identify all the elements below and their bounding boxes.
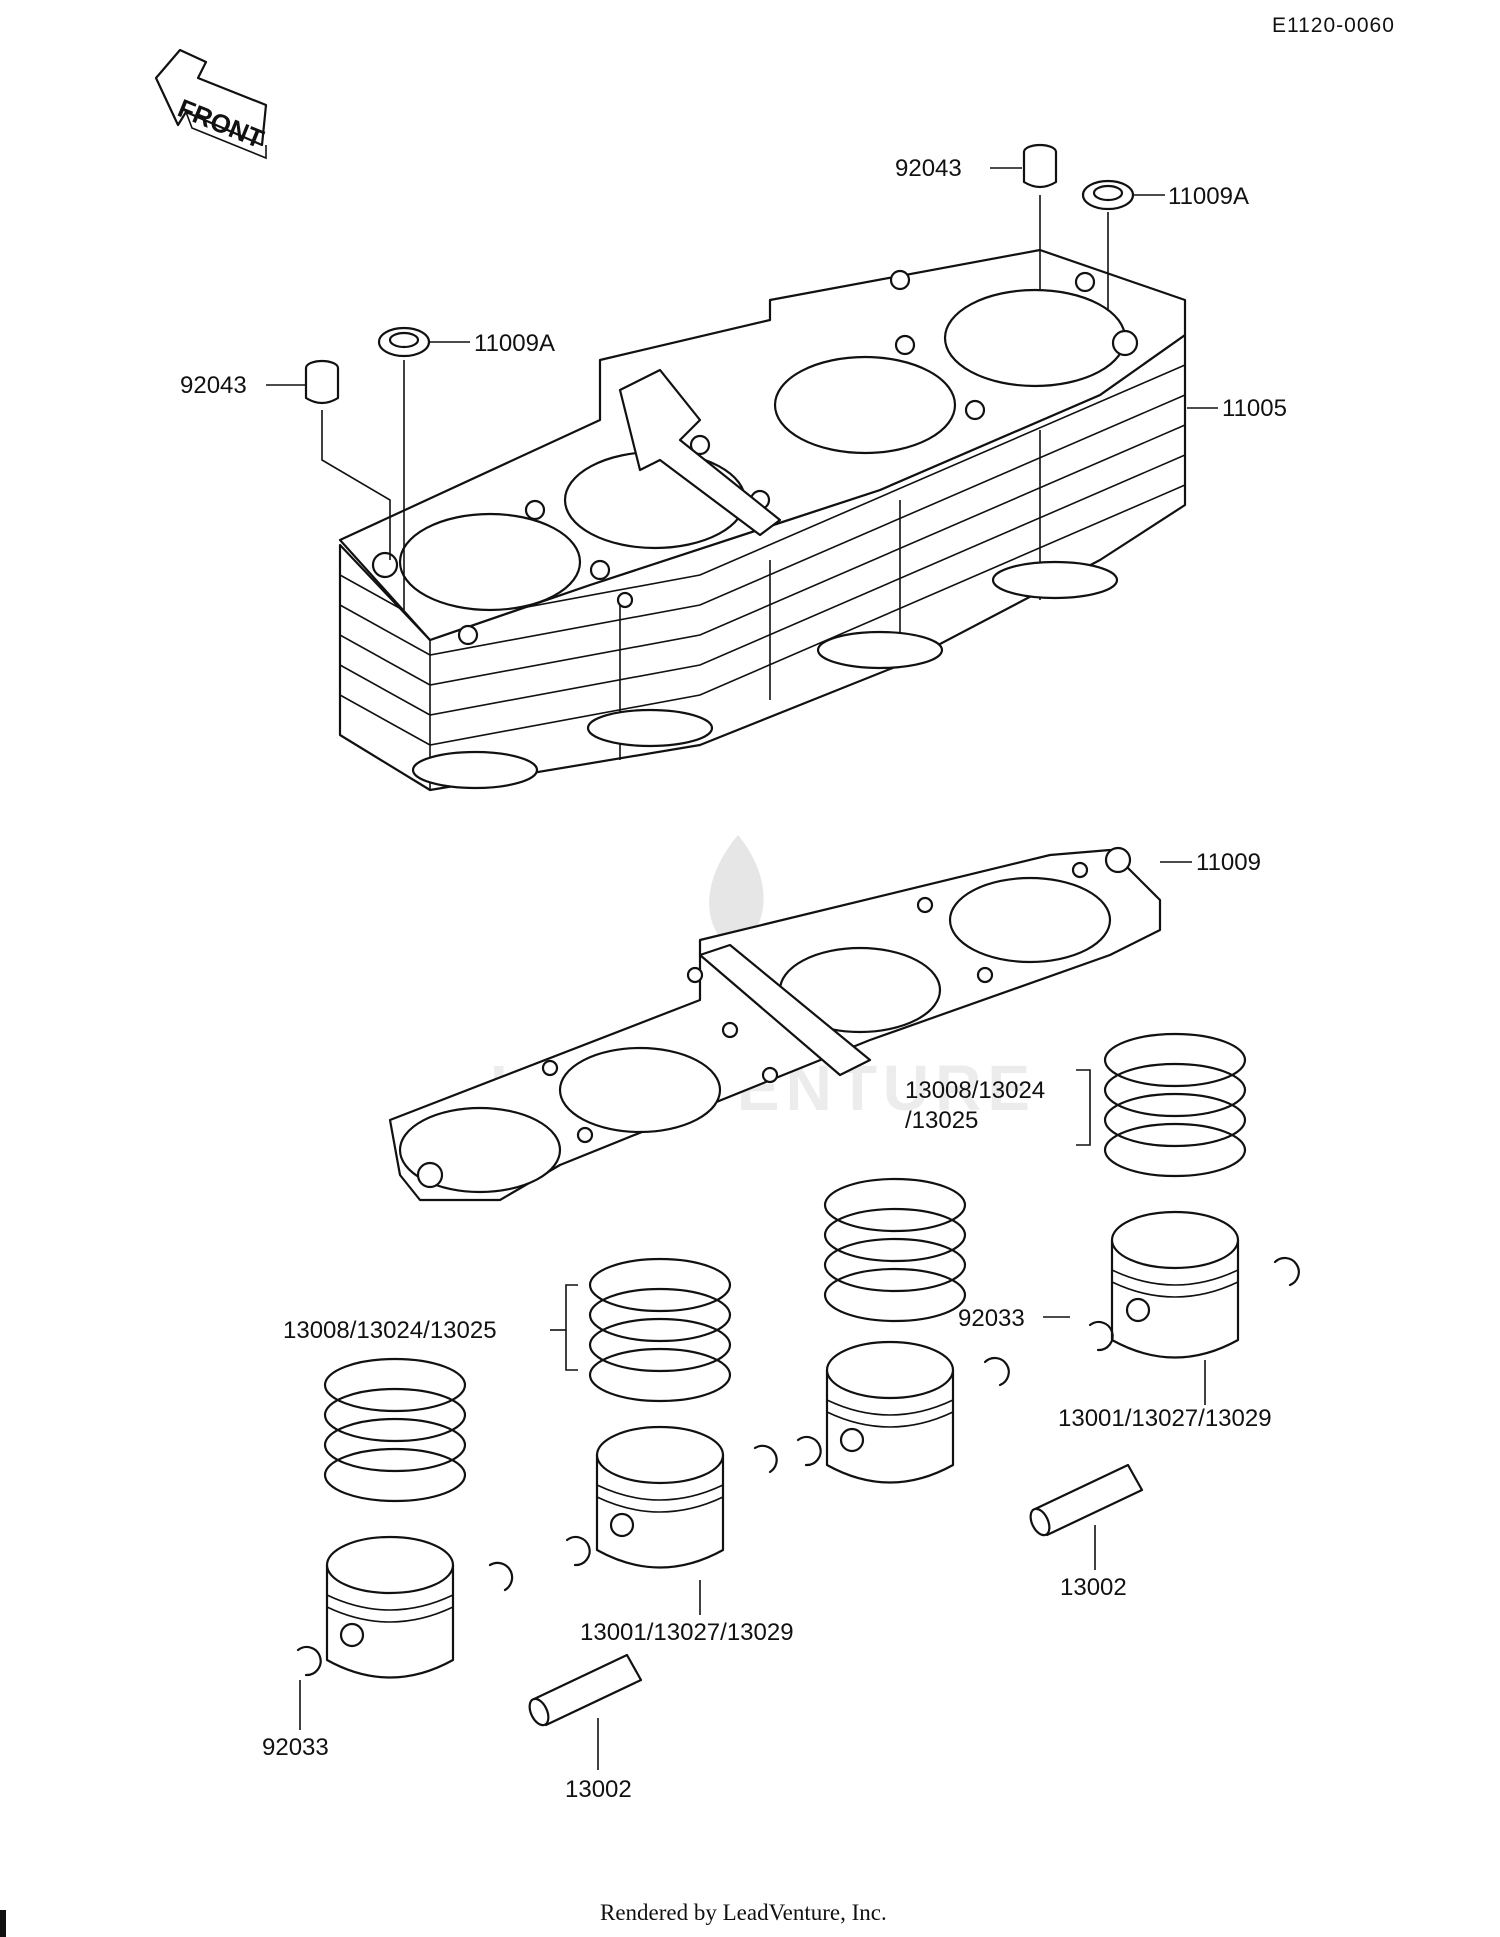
cylinder-block <box>338 248 1187 792</box>
callout-piston-right: 13001/13027/13029 <box>1058 1405 1272 1432</box>
callout-dowel-left: 92043 <box>180 372 247 399</box>
edge-mark <box>0 1910 6 1937</box>
front-arrow-icon: FRONT <box>154 48 268 160</box>
footer-credit: Rendered by LeadVenture, Inc. <box>600 1900 887 1925</box>
leader-lines-upper <box>266 167 1218 610</box>
callout-rings-right: 13008/13024 <box>905 1077 1045 1104</box>
circlip-icons <box>296 1256 1300 1677</box>
piston-rings-left-front-icon <box>323 1357 467 1503</box>
piston-rings-right-rear-icon <box>1103 1032 1247 1178</box>
callout-circlip-left: 92033 <box>262 1734 329 1761</box>
leader-lines-lower <box>299 1069 1206 1770</box>
oring-left-icon <box>377 326 431 358</box>
drawing-code: E1120-0060 <box>1272 14 1395 37</box>
callout-pin-left: 13002 <box>565 1776 632 1803</box>
callout-oring-right: 11009A <box>1168 183 1249 210</box>
piston-left-front-icon <box>325 1535 455 1679</box>
piston-left-icon <box>595 1425 725 1569</box>
callout-rings-right-2: /13025 <box>905 1107 978 1134</box>
piston-right-rear-icon <box>1110 1210 1240 1359</box>
front-label: FRONT <box>174 93 268 154</box>
piston-rings-right-icon <box>823 1177 967 1323</box>
piston-pin-right-icon <box>1029 1463 1144 1537</box>
callout-piston-left: 13001/13027/13029 <box>580 1619 794 1646</box>
dowel-pin-left-icon <box>304 359 340 405</box>
callout-pin-right: 13002 <box>1060 1574 1127 1601</box>
callout-head-gasket: 11009 <box>1196 849 1261 876</box>
piston-right-icon <box>825 1340 955 1484</box>
callout-cylinder: 11005 <box>1222 395 1287 422</box>
callout-dowel-right: 92043 <box>895 155 962 182</box>
callout-rings-left: 13008/13024/13025 <box>283 1317 497 1344</box>
oring-right-icon <box>1081 179 1135 211</box>
piston-pin-left-icon <box>528 1653 643 1727</box>
head-gasket <box>388 846 1192 1202</box>
piston-rings-left-icon <box>588 1257 732 1403</box>
dowel-pin-right-icon <box>1022 143 1058 189</box>
callout-circlip-right: 92033 <box>958 1305 1025 1332</box>
callout-oring-left: 11009A <box>474 330 555 357</box>
